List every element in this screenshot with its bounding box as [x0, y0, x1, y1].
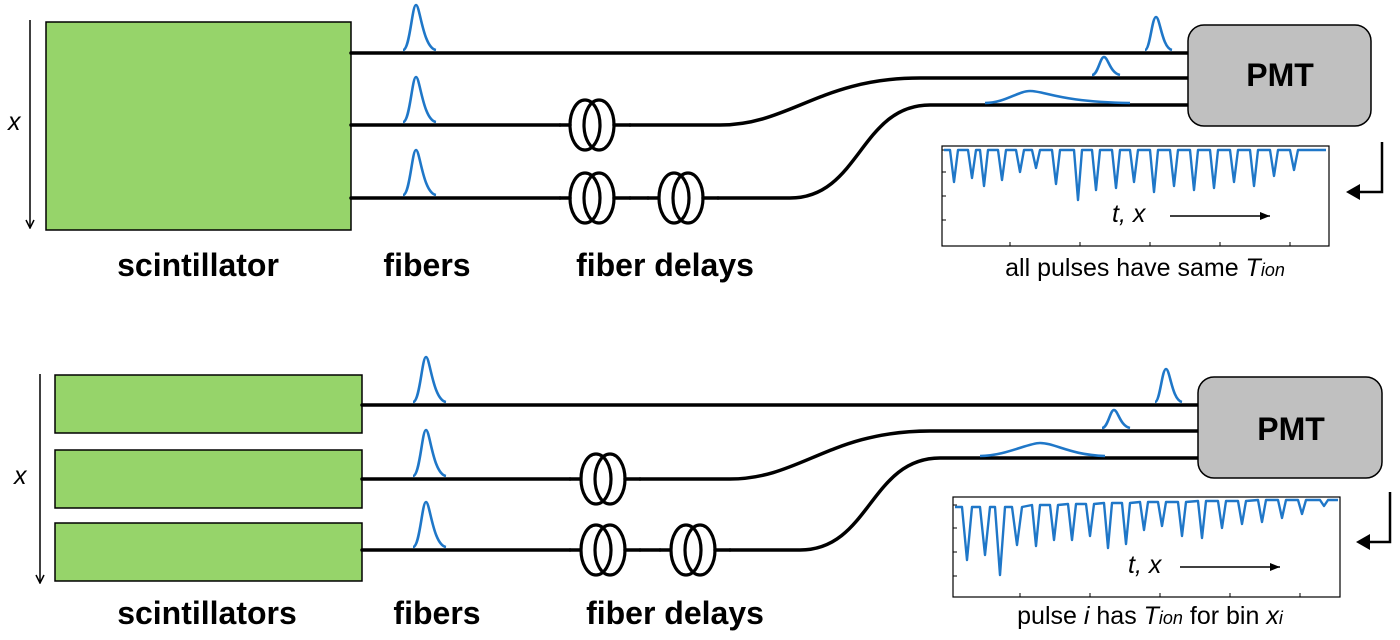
bottom-output-arrowhead [1356, 534, 1370, 550]
top-x-axis-label: x [7, 108, 22, 136]
top-fiber-delays-label: fiber delays [576, 247, 754, 283]
bottom-scintillator-2 [54, 449, 363, 509]
bottom-trace-plot: t, x [952, 496, 1341, 598]
top-pulse-arrival-3 [984, 89, 1131, 105]
top-pulse-fiber-1 [401, 3, 437, 52]
top-fiber-2 [349, 76, 1190, 127]
top-fiber-3 [349, 103, 1190, 200]
top-pulse-fiber-3 [401, 148, 437, 197]
bottom-pmt [1197, 376, 1383, 479]
bottom-fibers-label: fibers [393, 595, 480, 631]
bottom-trace-line [955, 498, 1338, 577]
bottom-fiber-3 [360, 456, 1200, 552]
bottom-fiber-2 [360, 429, 1200, 481]
bottom-pulse-arrival-1 [1153, 367, 1183, 404]
top-delay-coil-2 [558, 171, 632, 225]
bottom-pmt-label: PMT [1257, 411, 1325, 447]
top-panel: x scintillator [7, 3, 1384, 283]
bottom-scintillators-label: scintillators [117, 595, 297, 631]
bottom-x-axis-label: x [13, 462, 28, 490]
top-output-arrowhead [1346, 184, 1360, 200]
bottom-pulse-fiber-3 [411, 500, 447, 549]
top-output-arrow [1352, 142, 1384, 194]
top-fibers-label: fibers [383, 247, 470, 283]
top-caption: all pulses have same Tion [1005, 254, 1285, 282]
bottom-trace-axis-label: t, x [1128, 551, 1163, 579]
top-pulse-arrival-1 [1143, 15, 1173, 52]
top-scintillator-label: scintillator [117, 247, 279, 283]
bottom-pulse-arrival-3 [979, 441, 1106, 458]
top-trace-axis-label: t, x [1112, 200, 1147, 228]
top-trace-line [944, 148, 1326, 202]
bottom-scintillator-3 [54, 522, 363, 582]
bottom-scintillator-1 [54, 374, 363, 434]
top-trace-plot: t, x [941, 145, 1330, 247]
bottom-pulse-fiber-2 [411, 428, 447, 478]
bottom-panel: x scintillators [13, 355, 1392, 631]
bottom-output-arrow [1362, 492, 1392, 544]
top-pulse-fiber-2 [401, 75, 437, 124]
top-pulse-arrival-2 [1091, 55, 1121, 77]
top-scintillator [45, 21, 352, 231]
top-pmt-label: PMT [1246, 57, 1314, 93]
bottom-fiber-delays-label: fiber delays [586, 595, 764, 631]
bottom-caption: pulse i has Tion for bin xi [1017, 602, 1284, 630]
bottom-delay-coil-1 [568, 452, 642, 506]
bottom-delay-coil-2 [568, 523, 642, 577]
bottom-delay-coil-3 [658, 523, 732, 577]
top-delay-coil-3 [646, 171, 720, 225]
top-delay-coil-1 [558, 98, 632, 152]
top-pmt [1187, 24, 1372, 127]
bottom-pulse-arrival-2 [1101, 408, 1131, 430]
bottom-pulse-fiber-1 [411, 355, 447, 404]
